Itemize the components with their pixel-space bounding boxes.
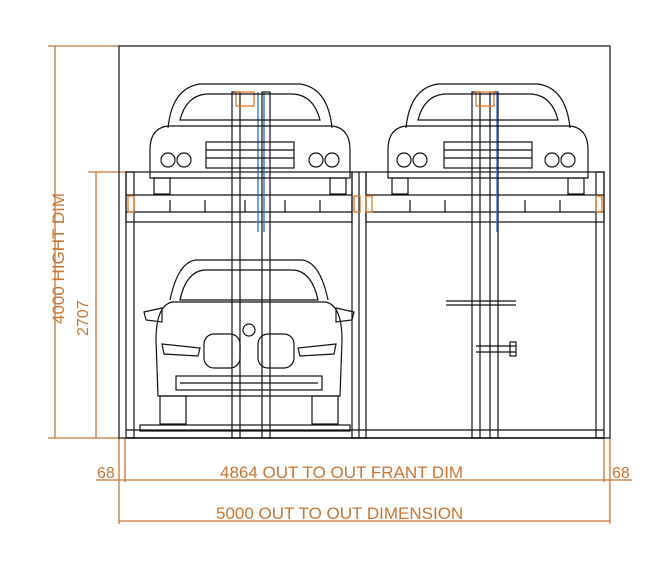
upper-car-left xyxy=(149,83,351,195)
upper-car-right xyxy=(387,83,589,195)
lift-structure xyxy=(125,91,605,439)
lower-suv xyxy=(143,259,355,425)
height-total-label: 4000 HIGHT DIM xyxy=(49,193,68,324)
left-offset-label: 68 xyxy=(97,465,115,482)
front-width-label: 4864 OUT TO OUT FRANT DIM xyxy=(220,463,463,482)
total-width-label: 5000 OUT TO OUT DIMENSION xyxy=(216,504,463,523)
dimension-labels: 4000 HIGHT DIM 2707 68 68 4864 OUT TO OU… xyxy=(49,193,630,523)
height-lower-label: 2707 xyxy=(75,300,92,336)
right-offset-label: 68 xyxy=(612,465,630,482)
outer-frame xyxy=(118,45,611,439)
dimension-lines xyxy=(48,45,632,524)
accent-lines xyxy=(127,91,603,232)
